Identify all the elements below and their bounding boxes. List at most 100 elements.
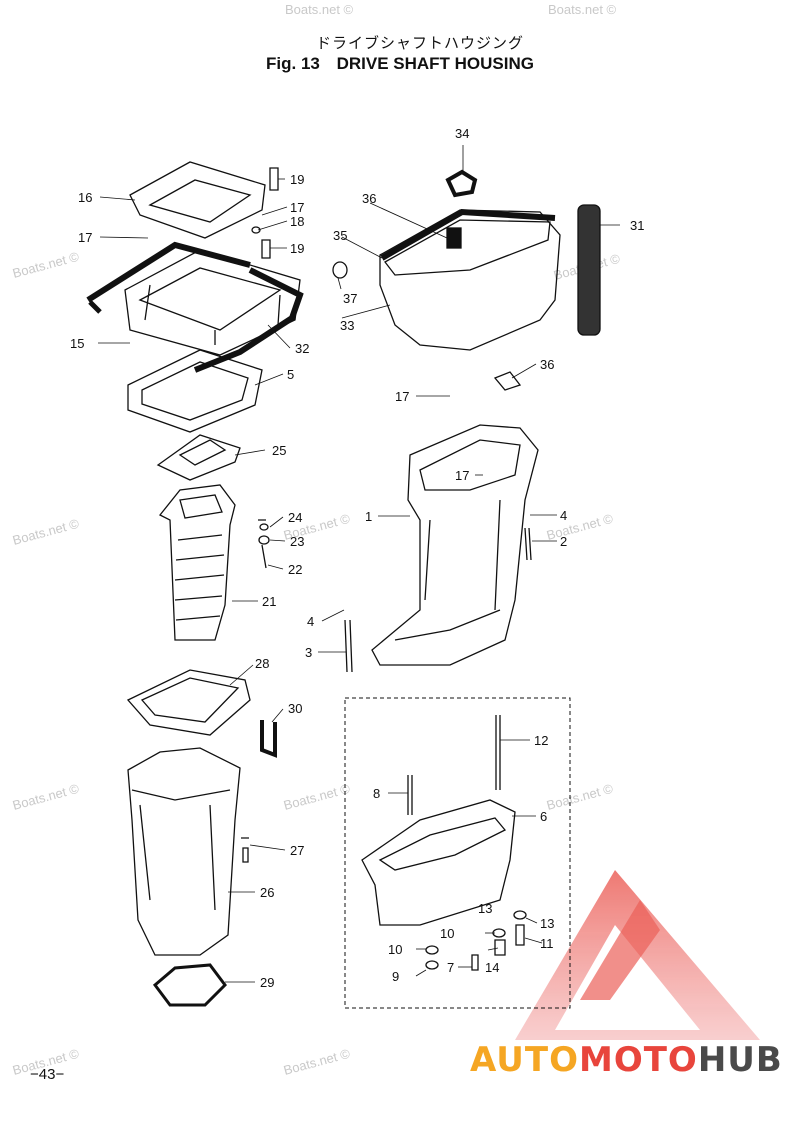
callout-16: 16: [78, 190, 92, 205]
part-19b-bolt: [261, 239, 271, 259]
watermark: Boats.net ©: [11, 516, 81, 548]
part-11-bolt: [515, 924, 525, 946]
callout-29: 30: [288, 701, 302, 716]
page-number: −43−: [30, 1066, 65, 1083]
callout-4b: 4: [307, 614, 314, 629]
part-27-gasket: [126, 669, 251, 736]
callout-2: 2: [560, 534, 567, 549]
part-24-plate: [156, 434, 241, 481]
callout-34: 35: [333, 228, 347, 243]
part-25-housing: [127, 747, 241, 956]
title-japanese: ドライブシャフトハウジング: [315, 34, 524, 52]
callout-3: 3: [305, 645, 312, 660]
callout-30: 31: [630, 218, 644, 233]
part-13b-washer: [513, 910, 527, 920]
part-28-gasket: [152, 963, 227, 1007]
watermark: Boats.net ©: [545, 781, 615, 813]
leader-lines: [98, 145, 620, 983]
part-20-exhaust: [158, 484, 236, 641]
callout-17: 17: [78, 230, 92, 245]
watermark: Boats.net ©: [11, 781, 81, 813]
fig-number: Fig. 13: [266, 54, 320, 73]
callout-23: 24: [288, 510, 302, 525]
callout-18: 18: [290, 214, 304, 229]
part-29-clip: [260, 720, 277, 758]
part-30-tube: [577, 204, 601, 336]
callout-28: 29: [260, 975, 274, 990]
callout-13: 13: [478, 901, 492, 916]
callout-10b: 10: [388, 942, 402, 957]
watermark: Boats.net ©: [282, 781, 352, 813]
watermark: Boats.net ©: [548, 2, 617, 17]
logo-part-auto: AUTO: [470, 1040, 579, 1080]
logo-text: AUTOMOTOHUB: [470, 1040, 783, 1080]
callout-19b: 19: [290, 241, 304, 256]
callout-25: 26: [260, 885, 274, 900]
title-english: Fig. 13 DRIVE SHAFT HOUSING: [0, 54, 800, 74]
callout-22: 23: [290, 534, 304, 549]
callout-21: 22: [288, 562, 302, 577]
callout-19: 19: [290, 172, 304, 187]
part-35-pad: [446, 227, 462, 249]
callout-37: 37: [343, 291, 357, 306]
callout-labels: 16 17 15 19 17 18 19 32 5 25 24 23 22 21…: [70, 126, 644, 990]
callout-17b: 17: [290, 200, 304, 215]
callout-20: 21: [262, 594, 276, 609]
part-15-mount: [124, 249, 301, 356]
callout-26: 27: [290, 843, 304, 858]
callout-17d: 17: [455, 468, 469, 483]
part-drawings: [86, 161, 601, 1009]
callout-14: 14: [485, 960, 499, 975]
watermark: Boats.net ©: [285, 2, 354, 17]
part-16-plate: [129, 161, 266, 239]
part-23-washer: [259, 523, 269, 531]
part-12-stud: [495, 715, 501, 790]
callout-4: 4: [560, 508, 567, 523]
callout-7: 7: [447, 960, 454, 975]
logo-part-hub: HUB: [697, 1040, 783, 1080]
callout-24: 25: [272, 443, 286, 458]
callout-13b: 13: [540, 916, 554, 931]
part-18-washer: [251, 226, 261, 234]
part-10-nut: [425, 945, 439, 955]
callout-32: 33: [340, 318, 354, 333]
part-6-case: [361, 799, 516, 926]
logo-part-moto: MOTO: [578, 1040, 698, 1080]
part-32-pan: [379, 209, 561, 351]
callout-10: 10: [440, 926, 454, 941]
part-37-cap: [332, 261, 348, 279]
callout-15: 15: [70, 336, 84, 351]
watermark: Boats.net ©: [11, 249, 81, 281]
watermark: Boats.net ©: [545, 511, 615, 543]
part-3-bolt: [344, 619, 353, 673]
logo-triangle: [515, 870, 760, 1040]
callout-5: 5: [287, 367, 294, 382]
part-22-washer: [258, 535, 270, 545]
watermark: Boats.net ©: [282, 1046, 352, 1078]
part-1-housing: [371, 424, 539, 666]
callout-36: 36: [540, 357, 554, 372]
part-5-gasket: [127, 349, 263, 433]
part-26-bolt: [241, 837, 249, 863]
callout-11: 11: [540, 936, 554, 951]
callout-9: 9: [392, 969, 399, 984]
part-7-bolt: [471, 954, 479, 971]
part-36-screw: [493, 371, 522, 391]
lower-unit-box: [344, 697, 571, 1009]
callout-8: 8: [373, 786, 380, 801]
callout-12: 12: [534, 733, 548, 748]
callout-27: 28: [255, 656, 269, 671]
callout-33: 34: [455, 126, 469, 141]
callout-6: 6: [540, 809, 547, 824]
fig-title: DRIVE SHAFT HOUSING: [336, 54, 534, 73]
part-9-washer: [425, 960, 439, 970]
part-8-stud: [407, 775, 413, 815]
part-21-bolt: [258, 519, 267, 569]
part-19-bolt: [269, 167, 279, 191]
part-14-bolt: [494, 939, 506, 956]
callout-1: 1: [365, 509, 372, 524]
callout-31: 32: [295, 341, 309, 356]
callout-17c: 17: [395, 389, 409, 404]
callout-35: 36: [362, 191, 376, 206]
